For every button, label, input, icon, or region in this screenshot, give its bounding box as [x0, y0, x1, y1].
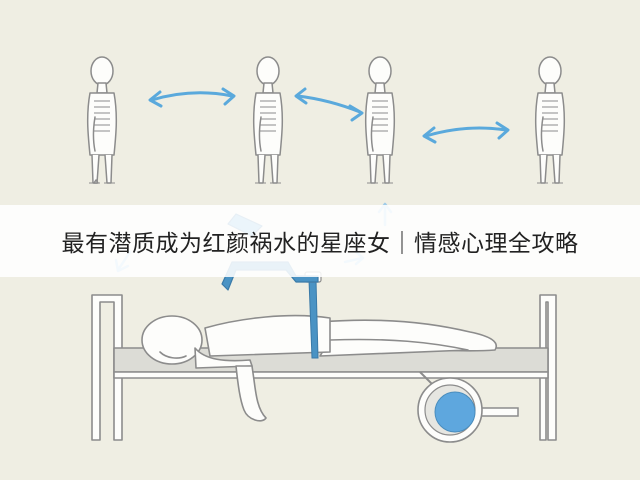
double-arrow-icon — [148, 87, 236, 108]
standing-figure-4 — [534, 56, 566, 184]
title-banner: 最有潜质成为红颜祸水的星座女｜情感心理全攻略 — [0, 205, 640, 277]
double-arrow-icon — [422, 121, 510, 144]
lying-patient — [141, 314, 497, 422]
wheel-icon — [417, 377, 519, 443]
standing-figure-2 — [252, 56, 284, 184]
double-arrow-icon — [294, 87, 364, 122]
page-title: 最有潜质成为红颜祸水的星座女｜情感心理全攻略 — [61, 231, 579, 257]
standing-figure-1 — [86, 56, 118, 184]
standing-figure-3 — [364, 56, 396, 184]
